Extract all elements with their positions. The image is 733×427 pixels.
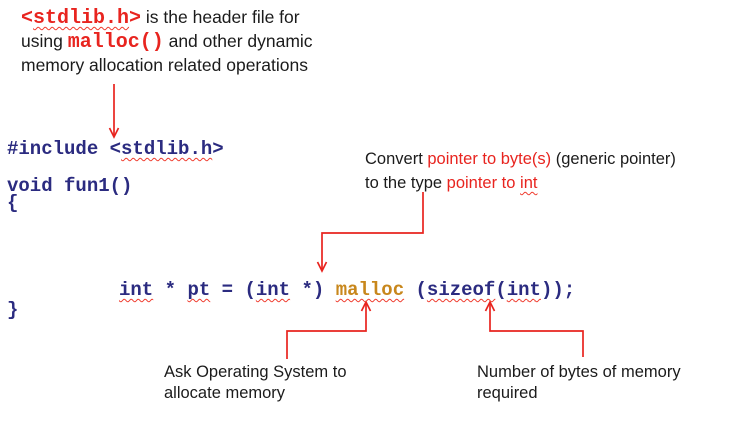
intro-line-2: using malloc() and other dynamic (21, 30, 313, 54)
code-text: ( (495, 279, 507, 301)
arrow-malloc-icon (286, 300, 372, 359)
code-text: )); (540, 279, 576, 301)
type-token: int (255, 279, 291, 301)
convert-annotation-line-1: Convert pointer to byte(s) (generic poin… (365, 147, 676, 171)
convert-annotation-line-2: to the type pointer to int (365, 171, 676, 195)
stdlib-header-token: stdlib.h (33, 7, 130, 30)
intro-text: is the header file for (141, 7, 300, 27)
annotation-text: (generic pointer) (551, 150, 676, 168)
ask-os-annotation-line-2: allocate memory (164, 384, 286, 402)
code-close-brace: } (7, 299, 19, 321)
stdlib-header-name: stdlib.h (121, 138, 213, 160)
include-directive: #include < (7, 138, 122, 160)
stdlib-header-token: < (21, 7, 34, 30)
ask-os-annotation-line-1: Ask Operating System to (164, 363, 347, 381)
code-text: *) (290, 279, 336, 301)
intro-text: using (21, 31, 68, 51)
bytes-required-annotation-line-2: required (477, 384, 538, 402)
code-include-line: #include <stdlib.h> (7, 139, 224, 159)
code-function-line: void fun1() (7, 176, 132, 196)
arrow-to-include-icon (108, 84, 120, 139)
bytes-required-annotation: Number of bytes of memory required (477, 362, 681, 404)
intro-text: memory allocation related operations (21, 55, 308, 75)
highlighted-phrase: pointer to byte(s) (427, 150, 552, 168)
intro-text: and other dynamic (163, 31, 313, 51)
intro-line-3: memory allocation related operations (21, 54, 313, 76)
malloc-call-token: malloc (335, 279, 405, 301)
annotation-text: to the type (365, 174, 447, 192)
arrow-sizeof-icon (484, 300, 584, 357)
code-open-brace: { (7, 192, 19, 214)
highlighted-phrase: int (520, 174, 538, 192)
arrow-cast-pointer-icon (316, 192, 424, 273)
highlighted-phrase: pointer to (446, 174, 521, 192)
sizeof-token: sizeof (426, 279, 496, 301)
bytes-required-annotation-line-1: Number of bytes of memory (477, 363, 681, 381)
stdlib-header-token: > (129, 7, 142, 30)
code-text: * (153, 279, 188, 301)
malloc-token: malloc() (67, 31, 164, 54)
intro-paragraph: <stdlib.h> is the header file for using … (21, 6, 313, 76)
convert-annotation: Convert pointer to byte(s) (generic poin… (365, 147, 676, 195)
intro-line-1: <stdlib.h> is the header file for (21, 6, 313, 30)
variable-token: pt (187, 279, 211, 301)
code-malloc-line: int * pt = (int *) malloc (sizeof(int)); (119, 280, 575, 300)
type-token: int (119, 279, 154, 301)
function-signature: void fun1() (7, 175, 133, 197)
ask-os-annotation: Ask Operating System to allocate memory (164, 362, 347, 404)
type-token: int (506, 279, 541, 301)
include-directive: > (212, 138, 224, 160)
annotation-text: Convert (365, 150, 428, 168)
code-text: ( (404, 279, 427, 301)
code-text: = ( (210, 279, 256, 301)
